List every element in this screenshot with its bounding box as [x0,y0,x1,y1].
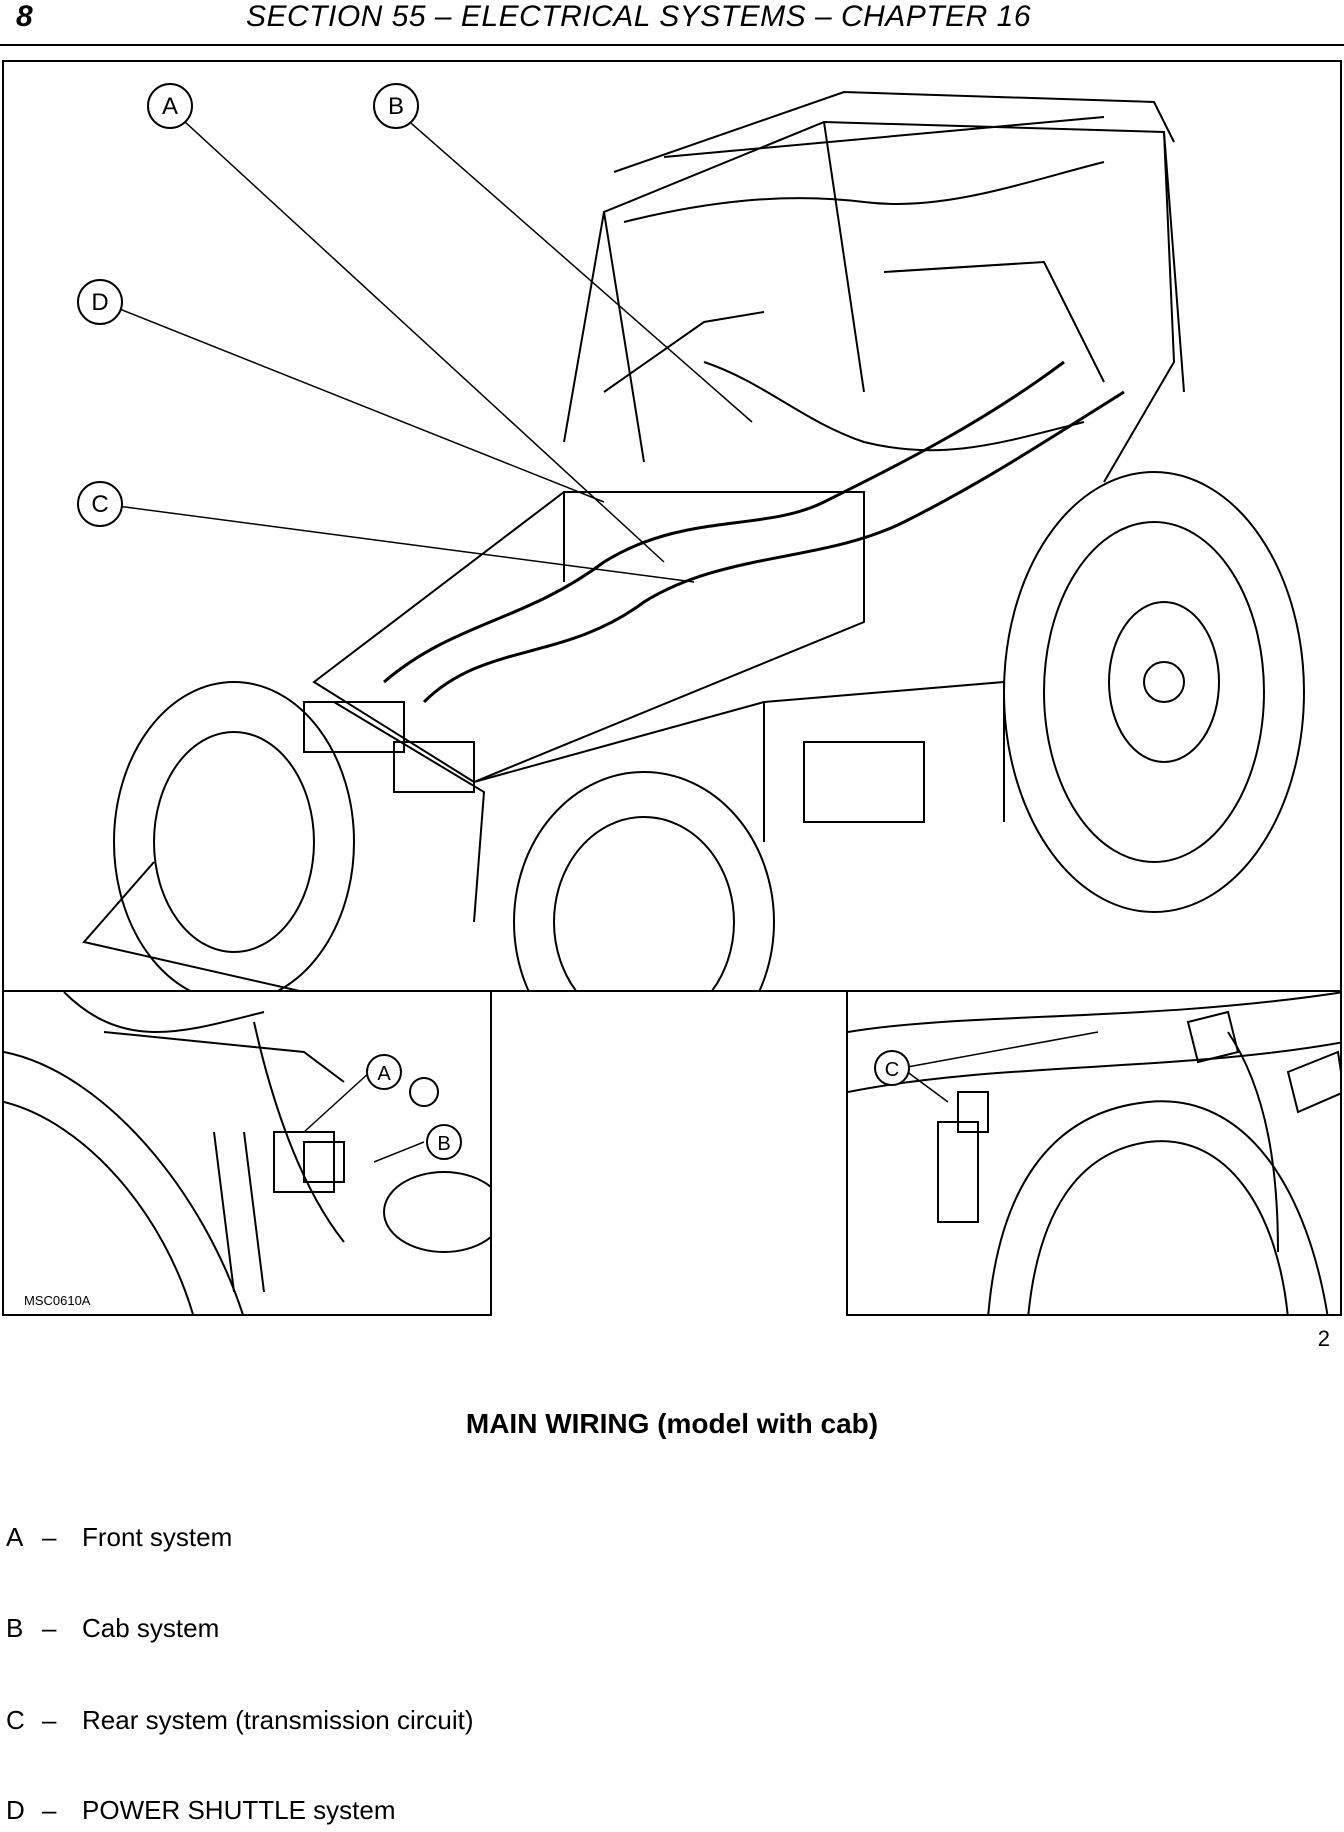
legend-key: C [6,1705,25,1735]
callout-d-main: D [91,289,108,316]
inset-detail-left: A B MSC0610A [2,990,492,1316]
callout-c-inset: C [885,1059,899,1081]
legend-dash: – [42,1705,57,1735]
legend-text: POWER SHUTTLE system [82,1795,396,1825]
legend-key: A [6,1522,24,1552]
legend-text: Front system [82,1522,233,1552]
figure-number: 2 [1317,1326,1330,1351]
figure-code: MSC0610A [24,1293,91,1308]
legend-dash: – [42,1795,57,1825]
page-number: 8 [16,0,33,33]
callout-a-main: A [162,93,178,120]
legend-dash: – [42,1522,57,1552]
callout-c-main: C [91,491,108,518]
legend-key: D [6,1795,25,1825]
callout-b-inset: B [437,1133,450,1155]
section-title: SECTION 55 – ELECTRICAL SYSTEMS – CHAPTE… [246,0,1032,33]
legend-dash: – [42,1613,57,1643]
callout-a-inset: A [377,1063,391,1085]
legend-text: Rear system (transmission circuit) [82,1705,474,1735]
figure-caption: MAIN WIRING (model with cab) [465,1408,879,1439]
inset-detail-right: C [846,990,1342,1316]
callout-b-main: B [388,93,404,120]
legend-text: Cab system [82,1613,220,1643]
header-rule [0,44,1344,46]
main-wiring-illustration: A B D C [2,60,1342,992]
legend-key: B [6,1613,24,1643]
